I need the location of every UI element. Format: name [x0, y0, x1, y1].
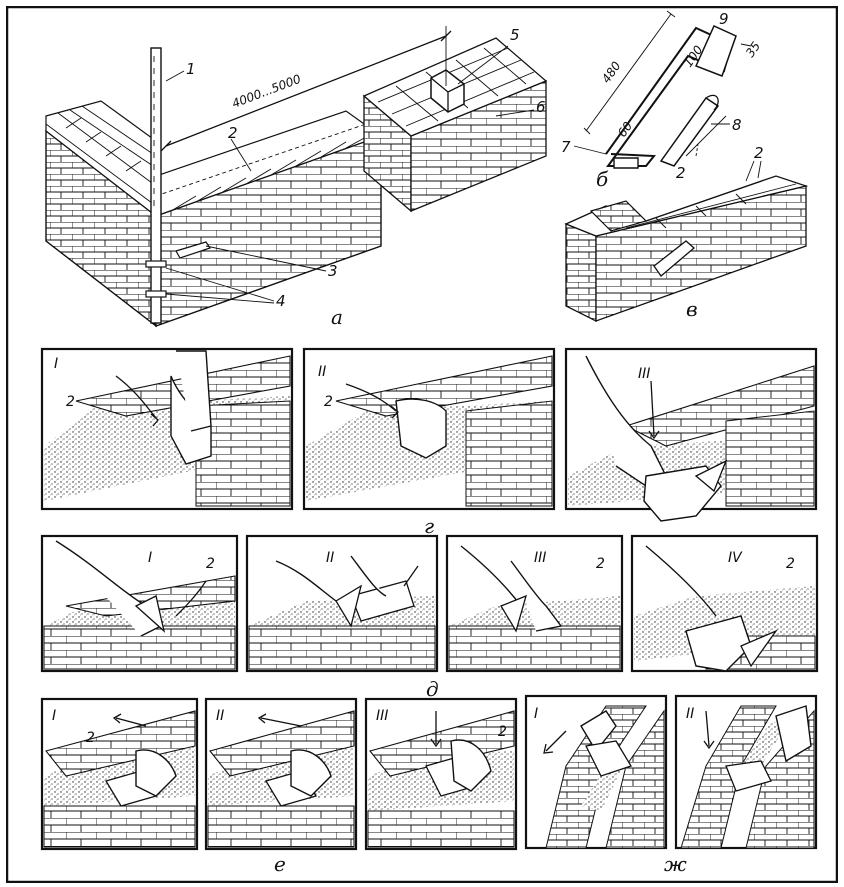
row-e-letter: е [274, 852, 286, 876]
part-a-wall-block: 5 6 [362, 26, 548, 213]
d-panel-4: IV 2 [630, 534, 819, 673]
row-g-letter: г [424, 514, 434, 538]
e-step-3: III [376, 708, 388, 724]
zh-panel-1: I [524, 694, 668, 850]
callout-8: 8 [732, 116, 742, 134]
e-panel-1: I 2 [40, 697, 199, 851]
dim-480: 480 [599, 59, 624, 86]
zh-step-2: II [686, 706, 694, 722]
e-callout-2: 2 [86, 730, 95, 746]
part-a-letter: а [331, 305, 343, 329]
d-step-4: IV [728, 550, 743, 566]
e-step-2: II [216, 708, 224, 724]
g-callout-2: 2 [66, 394, 75, 410]
row-e: I 2 II III 2 е [40, 697, 518, 876]
outer-border [6, 6, 838, 883]
part-b-letter: б [596, 167, 609, 191]
g-panel-2: II 2 [302, 347, 556, 511]
technical-figure: 4000...5000 1 2 3 4 а 5 6 [6, 6, 838, 883]
d-callout-2d: 2 [786, 556, 795, 572]
d-panel-2: II [245, 534, 439, 673]
part-v-letter: в [686, 297, 698, 321]
callout-6: 6 [536, 98, 546, 116]
dim-35: 35 [743, 39, 763, 60]
callout-2b: 2 [676, 164, 686, 182]
row-zh: I II ж [524, 694, 818, 876]
e-panel-3: III 2 [364, 697, 518, 851]
d-step-3: III [534, 550, 546, 566]
zh-step-1: I [534, 706, 538, 722]
d-callout-2: 2 [206, 556, 215, 572]
row-g: I 2 II 2 III г [40, 347, 818, 538]
callout-2: 2 [228, 124, 238, 142]
callout-7: 7 [561, 138, 571, 156]
d-step-2: II [326, 550, 334, 566]
g-panel-1: I 2 [40, 347, 294, 511]
zh-panel-2: II [674, 694, 818, 850]
d-panel-3: III 2 [445, 534, 624, 673]
g-panel-3: III [564, 347, 818, 522]
g-step-1: I [54, 356, 58, 372]
d-panel-1: I 2 [40, 534, 239, 673]
row-zh-letter: ж [664, 852, 687, 876]
part-v-wall: 2 в [564, 144, 809, 323]
e-callout-2b: 2 [498, 724, 507, 740]
g-step-2: II [318, 364, 326, 380]
part-b-template: 480 100 35 60 7 8 9 2 б [561, 10, 763, 191]
callout-9: 9 [719, 10, 729, 28]
row-d: I 2 II III 2 [40, 534, 819, 701]
e-step-1: I [52, 708, 56, 724]
g-step-3: III [638, 366, 650, 382]
callout-4: 4 [276, 292, 286, 310]
dimension-label: 4000...5000 [230, 72, 303, 111]
d-step-1: I [148, 550, 152, 566]
callout-2v: 2 [754, 144, 764, 162]
d-callout-2c: 2 [596, 556, 605, 572]
figure-frame: 4000...5000 1 2 3 4 а 5 6 [6, 6, 838, 883]
g-callout-2b: 2 [324, 394, 333, 410]
row-d-letter: д [426, 677, 439, 701]
callout-3: 3 [328, 262, 338, 280]
callout-1: 1 [186, 60, 196, 78]
callout-5: 5 [510, 26, 520, 44]
e-panel-2: II [204, 697, 358, 851]
